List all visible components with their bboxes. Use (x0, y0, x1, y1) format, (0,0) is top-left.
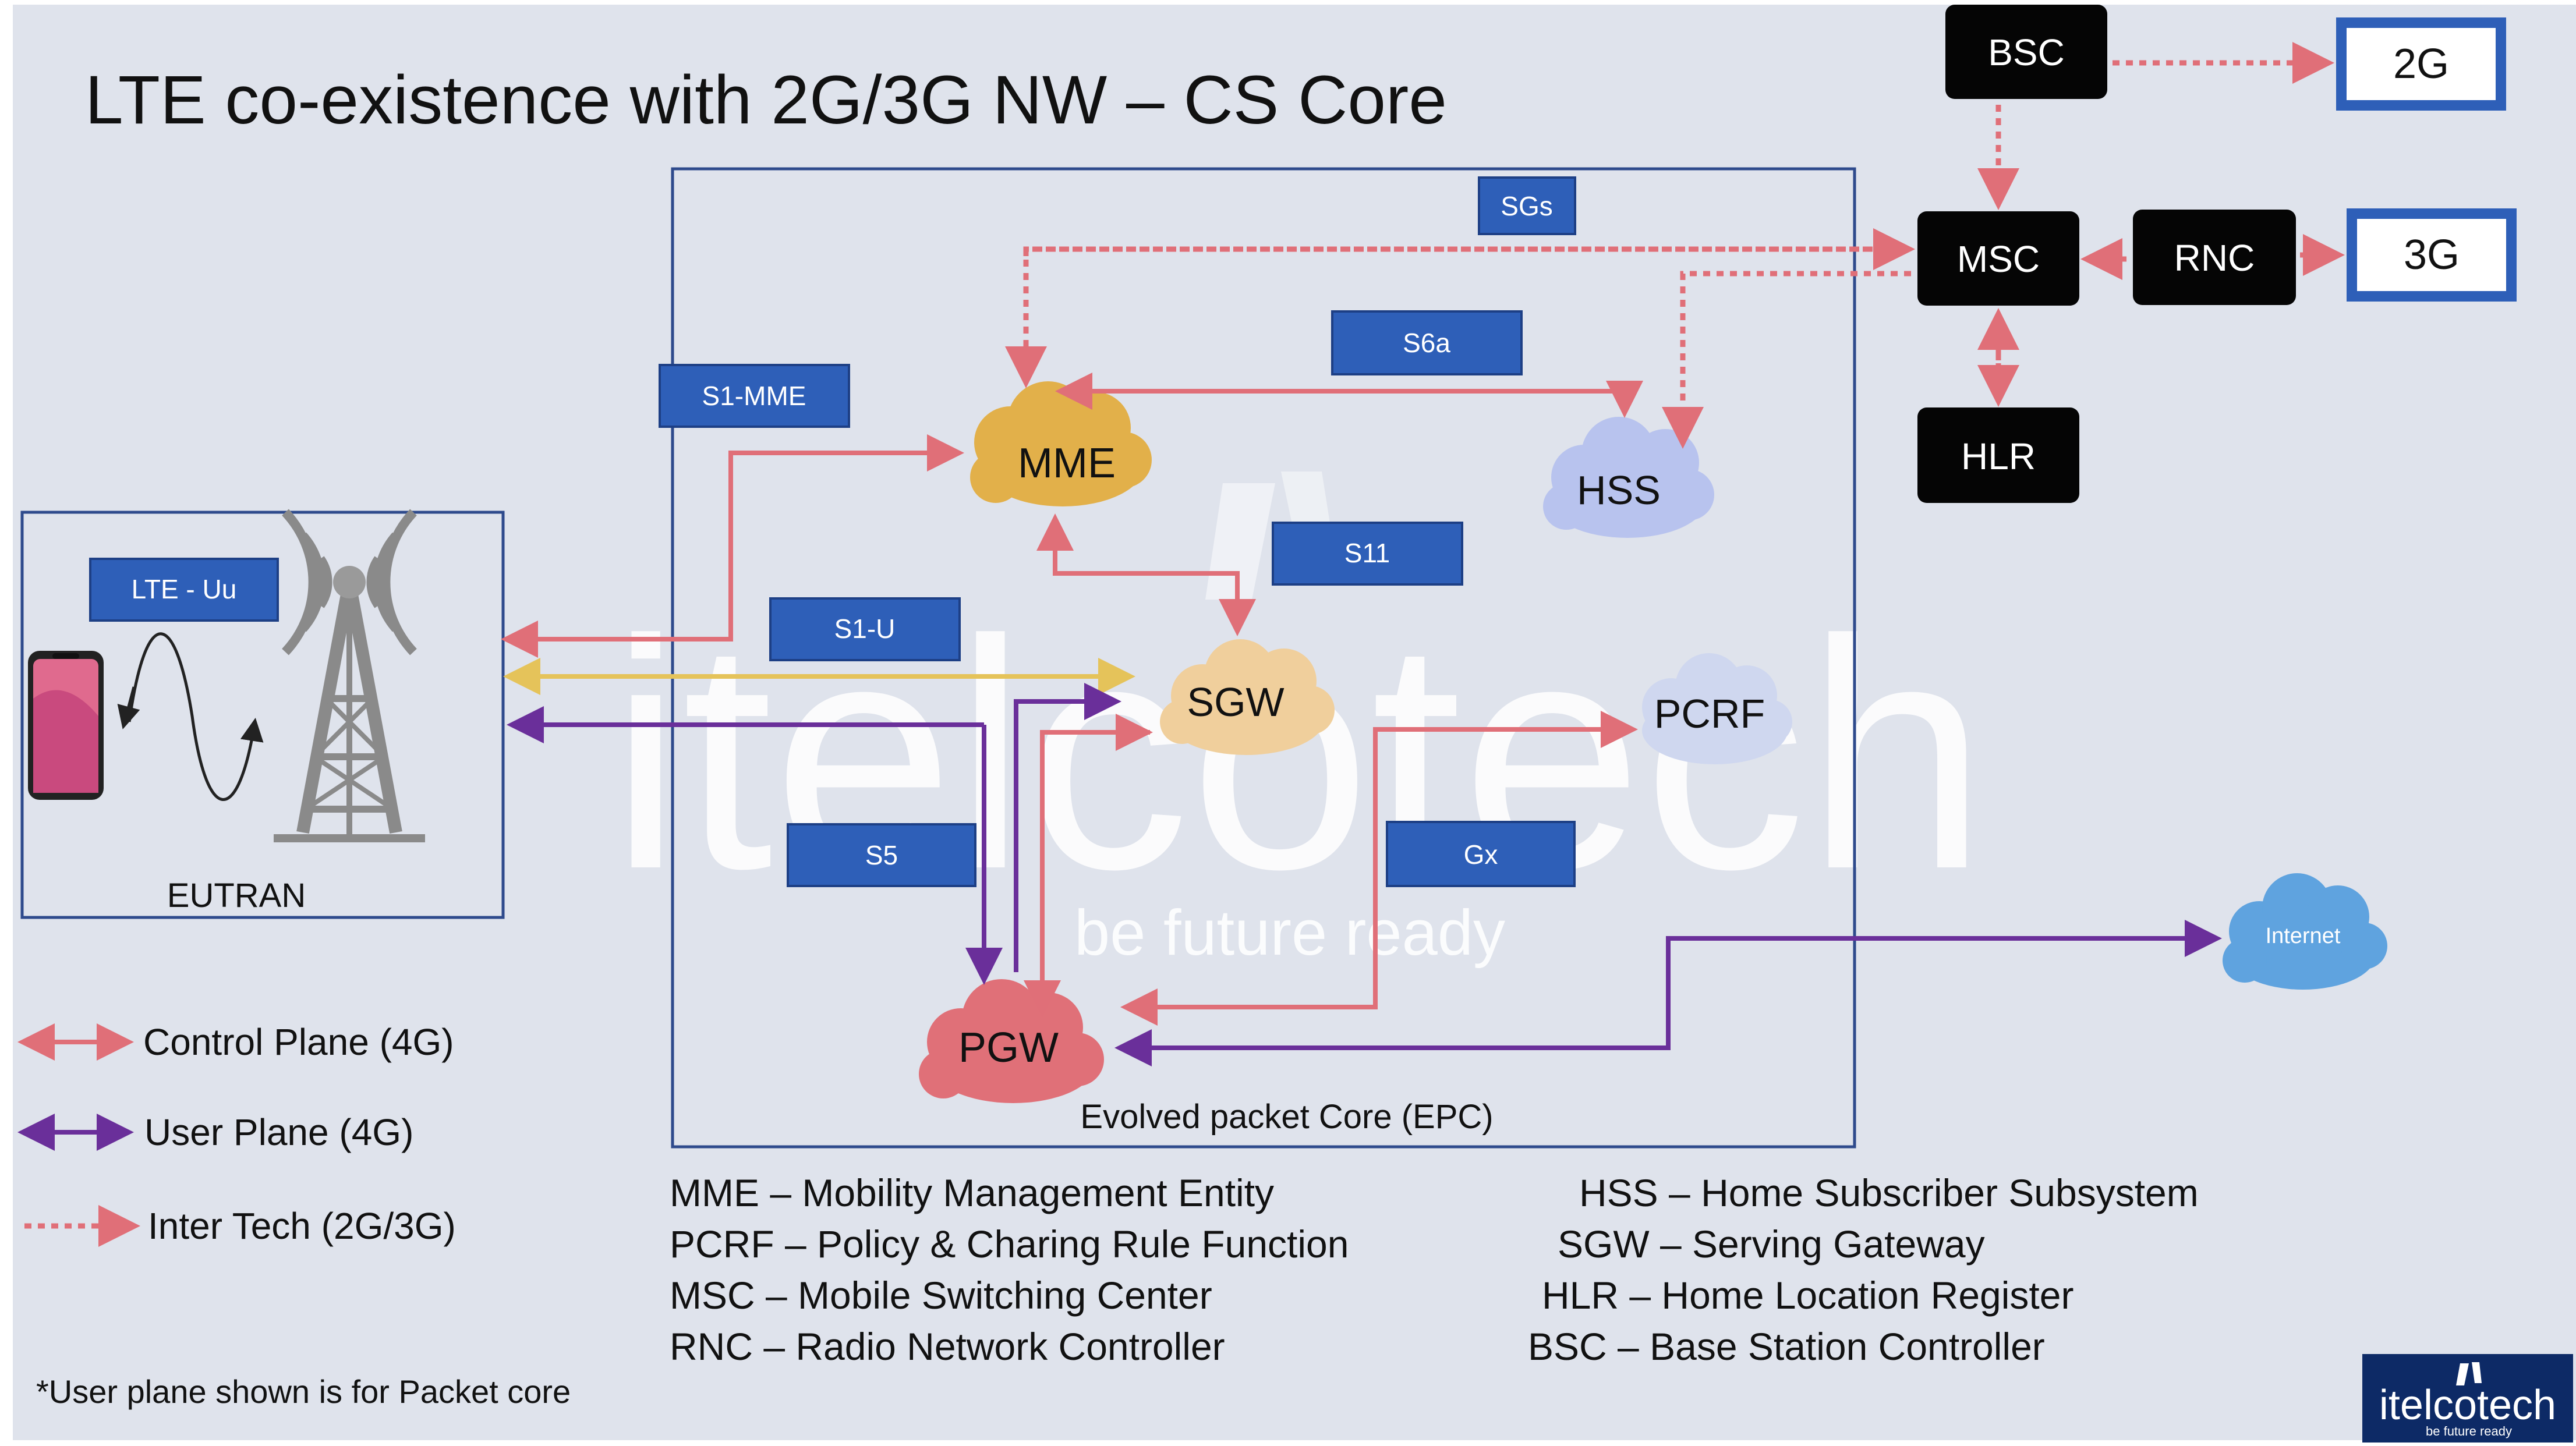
radio-wave-icon (128, 632, 264, 801)
page-title: LTE co-existence with 2G/3G NW – CS Core (85, 62, 1447, 139)
msc-label: MSC (1957, 238, 2040, 280)
s5-label: S5 (865, 840, 898, 870)
rnc-label: RNC (2174, 237, 2255, 279)
eutran-label: EUTRAN (167, 877, 306, 915)
inter-tech-links (1005, 42, 2345, 449)
sgw-node[interactable]: SGW (1160, 639, 1335, 755)
hss-label: HSS (1577, 467, 1661, 513)
network-2g-node[interactable]: 2G (2336, 17, 2506, 111)
logo-mark-icon (2456, 1362, 2482, 1385)
msc-hss-link (1662, 271, 1911, 449)
lte-uu-label-box: LTE - Uu (89, 558, 279, 622)
logo: itelcotech be future ready (2362, 1354, 2573, 1443)
s1-mme-label: S1-MME (702, 381, 806, 411)
s1-u-label: S1-U (834, 614, 896, 644)
logo-tagline: be future ready (2426, 1424, 2512, 1438)
network-2g-label: 2G (2393, 41, 2449, 87)
glossary-item: HSS – Home Subscriber Subsystem (1579, 1171, 2199, 1214)
phone-icon (28, 651, 104, 800)
s6a-label-box: S6a (1331, 310, 1523, 375)
glossary-item: MSC – Mobile Switching Center (670, 1274, 1212, 1317)
sgs-label-box: SGs (1478, 176, 1576, 235)
s11-label-box: S11 (1272, 522, 1463, 586)
internet-node[interactable]: Internet (2223, 873, 2387, 990)
glossary-right: HSS – Home Subscriber Subsystem SGW – Se… (1528, 1171, 2199, 1368)
footnote: *User plane shown is for Packet core (36, 1373, 571, 1410)
s5-user-link (1014, 683, 1121, 972)
hlr-node[interactable]: HLR (1917, 407, 2079, 503)
legend: Control Plane (4G) User Plane (4G) Inter… (17, 1021, 456, 1247)
epc-label: Evolved packet Core (EPC) (1080, 1098, 1493, 1136)
pgw-node[interactable]: PGW (919, 979, 1104, 1103)
gx-label-box: Gx (1386, 821, 1576, 887)
legend-intertech-label: Inter Tech (2G/3G) (148, 1205, 456, 1247)
glossary-item: BSC – Base Station Controller (1528, 1325, 2045, 1368)
legend-control-label: Control Plane (4G) (143, 1021, 454, 1063)
pgw-label: PGW (958, 1025, 1059, 1071)
cell-tower-icon (274, 509, 425, 842)
bsc-label: BSC (1988, 31, 2065, 73)
rnc-node[interactable]: RNC (2133, 210, 2296, 305)
eutran-box (20, 511, 505, 919)
msc-node[interactable]: MSC (1917, 211, 2079, 306)
s5-label-box: S5 (787, 823, 976, 887)
sgw-label: SGW (1187, 679, 1284, 725)
gx-label: Gx (1464, 839, 1498, 870)
glossary-item: PCRF – Policy & Charing Rule Function (670, 1222, 1349, 1266)
s1-u-label-box: S1-U (769, 597, 961, 661)
glossary-item: HLR – Home Location Register (1542, 1274, 2073, 1317)
legend-user-label: User Plane (4G) (144, 1111, 413, 1153)
glossary-item: RNC – Radio Network Controller (670, 1325, 1225, 1368)
bsc-node[interactable]: BSC (1945, 5, 2107, 99)
glossary-item: MME – Mobility Management Entity (670, 1171, 1274, 1214)
lte-uu-label: LTE - Uu (132, 574, 237, 604)
hlr-label: HLR (1961, 435, 2036, 477)
watermark-tagline: be future ready (1074, 897, 1505, 969)
epc-box (671, 167, 1856, 1149)
control-plane-links (501, 373, 1643, 1026)
mme-label: MME (1018, 440, 1116, 487)
network-3g-node[interactable]: 3G (2347, 208, 2517, 302)
pcrf-node[interactable]: PCRF (1642, 653, 1792, 764)
s6a-label: S6a (1403, 328, 1450, 358)
network-3g-label: 3G (2404, 232, 2460, 278)
glossary-left: MME – Mobility Management Entity PCRF – … (670, 1171, 1349, 1368)
s11-label: S11 (1344, 538, 1390, 568)
watermark-mark-icon (1205, 483, 1275, 600)
hss-node[interactable]: HSS (1543, 417, 1714, 538)
pcrf-label: PCRF (1654, 691, 1765, 736)
glossary-item: SGW – Serving Gateway (1558, 1222, 1985, 1266)
internet-label: Internet (2266, 924, 2341, 948)
user-plane-links (507, 683, 2222, 1066)
logo-name: itelcotech (2379, 1382, 2556, 1429)
s1-mme-label-box: S1-MME (659, 364, 850, 428)
sgs-label: SGs (1501, 191, 1552, 221)
